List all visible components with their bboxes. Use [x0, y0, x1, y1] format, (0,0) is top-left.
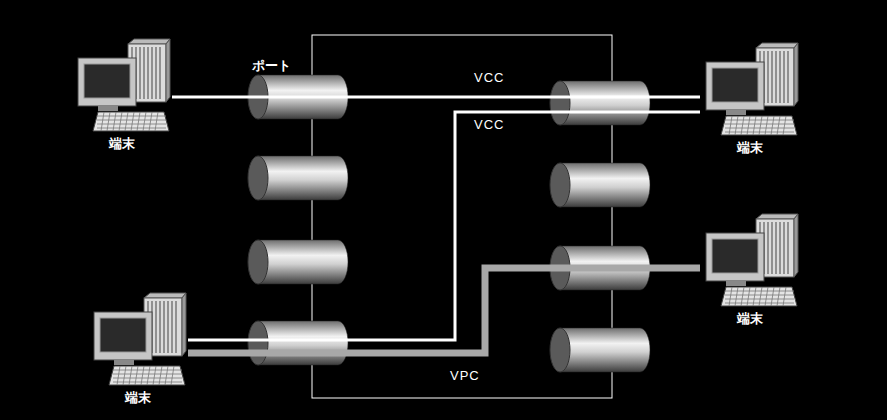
- terminal: 端末: [72, 38, 172, 152]
- terminal: 端末: [88, 292, 188, 406]
- port-cylinder: [550, 81, 650, 125]
- terminal-label: 端末: [109, 136, 135, 152]
- port-cylinders: [248, 75, 650, 372]
- cylinder-body: [258, 240, 348, 284]
- port-cylinder: [248, 156, 348, 200]
- cylinder-body: [560, 163, 650, 207]
- cylinder-body: [560, 328, 650, 372]
- port-cylinder: [248, 240, 348, 284]
- cylinder-cap: [248, 156, 268, 200]
- virtual-connection: [188, 268, 700, 353]
- cylinder-cap: [248, 321, 268, 365]
- cylinder-cap: [248, 240, 268, 284]
- cylinder-body: [258, 156, 348, 200]
- terminal-icon: [94, 293, 186, 385]
- port-cylinder: [550, 163, 650, 207]
- connection-label: VPC: [448, 368, 482, 384]
- port-label: ポート: [252, 58, 291, 74]
- terminal-label: 端末: [737, 311, 763, 327]
- terminal: 端末: [700, 213, 800, 327]
- cylinder-cap: [550, 163, 570, 207]
- connection-label: VCC: [472, 70, 506, 86]
- cylinder-body: [560, 81, 650, 125]
- connection-label: VCC: [472, 117, 506, 133]
- port-cylinder: [550, 328, 650, 372]
- cylinder-cap: [550, 81, 570, 125]
- terminal-icon: [706, 214, 798, 306]
- cylinder-body: [258, 321, 348, 365]
- virtual-connection: [172, 96, 700, 99]
- virtual-connection: [188, 112, 700, 340]
- terminal: 端末: [700, 42, 800, 156]
- terminal-label: 端末: [125, 390, 151, 406]
- port-cylinder: [248, 321, 348, 365]
- terminal-icon: [706, 43, 798, 135]
- terminal-label: 端末: [737, 140, 763, 156]
- terminal-icon: [78, 39, 170, 131]
- switch-frame: [312, 35, 612, 398]
- cylinder-cap: [550, 328, 570, 372]
